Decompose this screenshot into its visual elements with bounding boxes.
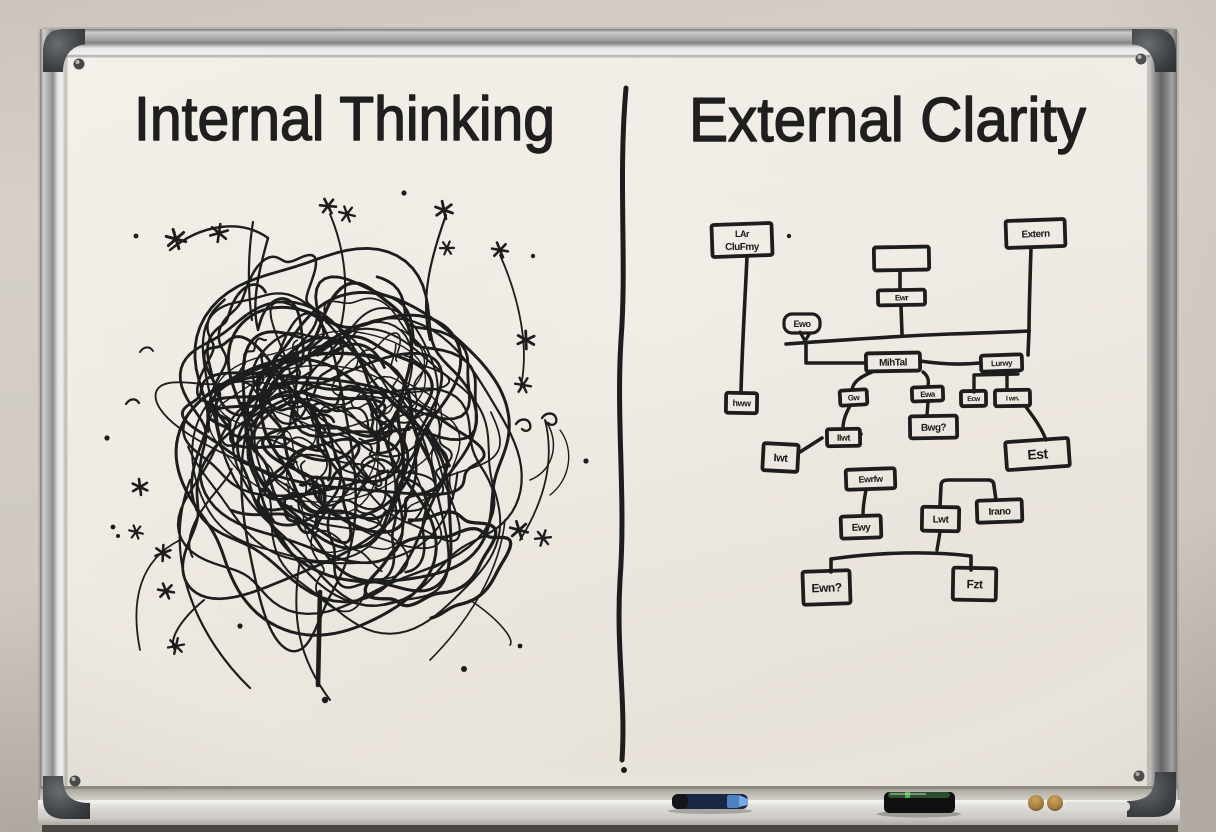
svg-text:Est: Est xyxy=(1027,445,1049,462)
svg-text:Fzt: Fzt xyxy=(966,577,983,591)
svg-text:Internal Thinking: Internal Thinking xyxy=(134,85,555,154)
svg-text:Ilwt: Ilwt xyxy=(837,433,851,443)
svg-text:Ewn?: Ewn? xyxy=(811,580,842,595)
svg-text:Lurwy: Lurwy xyxy=(991,358,1013,368)
svg-text:hww: hww xyxy=(732,398,752,408)
svg-text:MihTal: MihTal xyxy=(879,357,908,368)
svg-text:Irano: Irano xyxy=(988,506,1011,518)
svg-text:Lwt: Lwt xyxy=(933,514,950,525)
svg-text:LAr: LAr xyxy=(735,229,750,239)
svg-text:I wn.: I wn. xyxy=(1006,395,1020,402)
svg-text:Ewr: Ewr xyxy=(895,293,909,302)
svg-text:Extern: Extern xyxy=(1021,229,1050,241)
svg-text:Ewrfw: Ewrfw xyxy=(858,474,884,485)
svg-text:Ecw: Ecw xyxy=(967,396,981,403)
svg-text:Ewy: Ewy xyxy=(852,522,872,534)
svg-text:External Clarity: External Clarity xyxy=(689,86,1086,155)
svg-text:Ewa: Ewa xyxy=(920,390,936,400)
svg-text:Gw: Gw xyxy=(848,393,861,403)
svg-text:Bwg?: Bwg? xyxy=(921,422,947,433)
svg-text:Ewo: Ewo xyxy=(793,319,811,329)
svg-text:Iwt: Iwt xyxy=(773,452,788,465)
svg-text:CluFmy: CluFmy xyxy=(725,242,760,253)
